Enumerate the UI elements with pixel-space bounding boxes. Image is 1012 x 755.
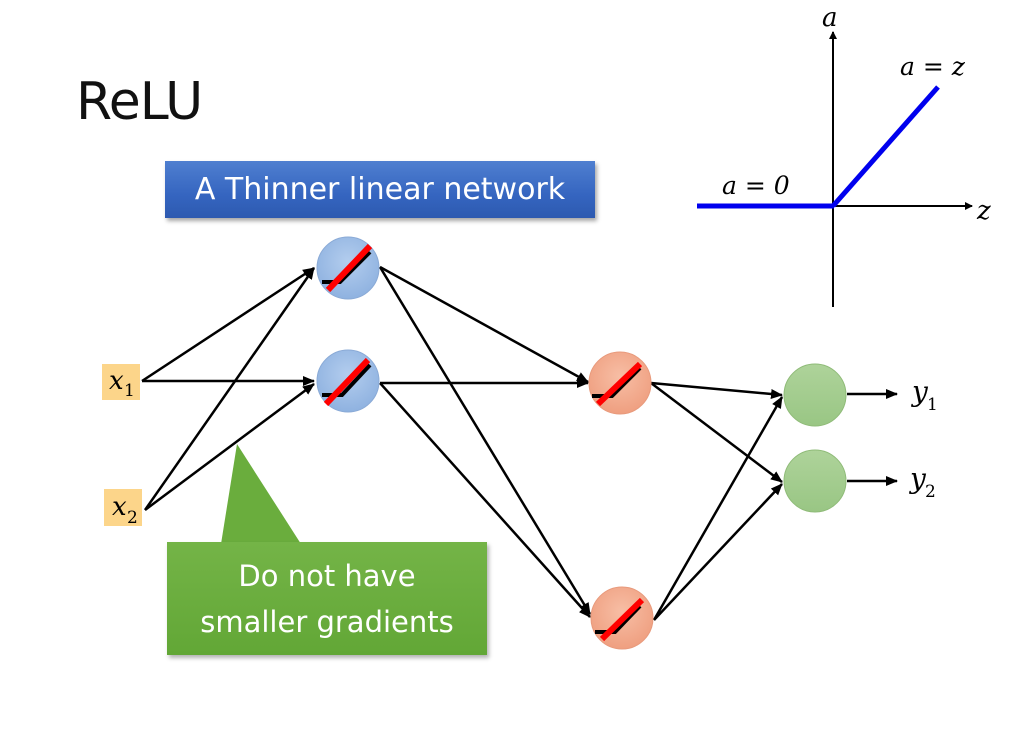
edge-o1-y1 [650, 381, 783, 399]
gradient-callout: Do not have smaller gradients [167, 542, 487, 655]
output-var: y [910, 375, 929, 408]
strike-icon [595, 361, 643, 407]
strike-icon [323, 357, 371, 407]
relu-glyph-icon [595, 604, 642, 634]
edges-layer2 [378, 265, 592, 618]
relu-glyph-icon [322, 250, 372, 284]
output-label-y1: y 1 [910, 375, 938, 415]
callout-line-1: Do not have [238, 558, 416, 593]
strike-icon [325, 243, 373, 293]
output-var: y [908, 462, 927, 495]
y-axis-label: a [822, 3, 838, 33]
output-sub: 2 [925, 482, 936, 502]
output-sub: 1 [927, 395, 938, 415]
relu-glyph-icon [322, 363, 372, 397]
relu-plot: a z a = 0 a = z [697, 3, 991, 307]
strike-icon [599, 597, 645, 642]
relu-identity-segment [831, 85, 940, 208]
relu-right-label: a = z [900, 52, 966, 81]
slide-title: ReLU [76, 72, 203, 132]
edge-h1-o1 [379, 265, 589, 384]
edge-h2-o2 [379, 382, 591, 618]
input-sub: 2 [127, 508, 138, 528]
callout-line-2: smaller gradients [200, 604, 454, 639]
edge-x2-h2 [144, 382, 315, 512]
edge-x1-h1 [141, 266, 315, 383]
relu-left-label: a = 0 [722, 171, 790, 200]
edge-o2-y2 [653, 483, 783, 621]
edge-o2-y1 [652, 396, 784, 621]
relu-glyph-icon [592, 366, 642, 398]
input-var: x [112, 492, 127, 522]
output-arrows [847, 389, 898, 486]
edges-layer1 [141, 266, 316, 512]
hidden2-neuron-1 [588, 351, 652, 415]
output-label-y2: y 2 [908, 462, 936, 502]
output-neuron-1 [783, 363, 847, 427]
edge-o1-y2 [650, 382, 783, 483]
edge-h1-o2 [378, 266, 592, 615]
hidden2-neuron-2 [590, 586, 654, 650]
input-box [102, 364, 140, 400]
edge-x2-h1 [143, 267, 316, 511]
edges-layer3 [650, 381, 784, 621]
output-neuron-2 [783, 449, 847, 513]
input-x1: x 1 [102, 364, 140, 401]
input-box [104, 489, 142, 526]
hidden-neuron-1 [316, 236, 380, 300]
input-x2: x 2 [104, 489, 142, 528]
input-var: x [109, 366, 124, 396]
thinner-network-banner: A Thinner linear network [165, 161, 595, 218]
hidden-neuron-2 [316, 349, 380, 413]
x-axis-label: z [976, 196, 991, 226]
input-sub: 1 [124, 381, 135, 401]
callout-pointer [221, 444, 301, 544]
